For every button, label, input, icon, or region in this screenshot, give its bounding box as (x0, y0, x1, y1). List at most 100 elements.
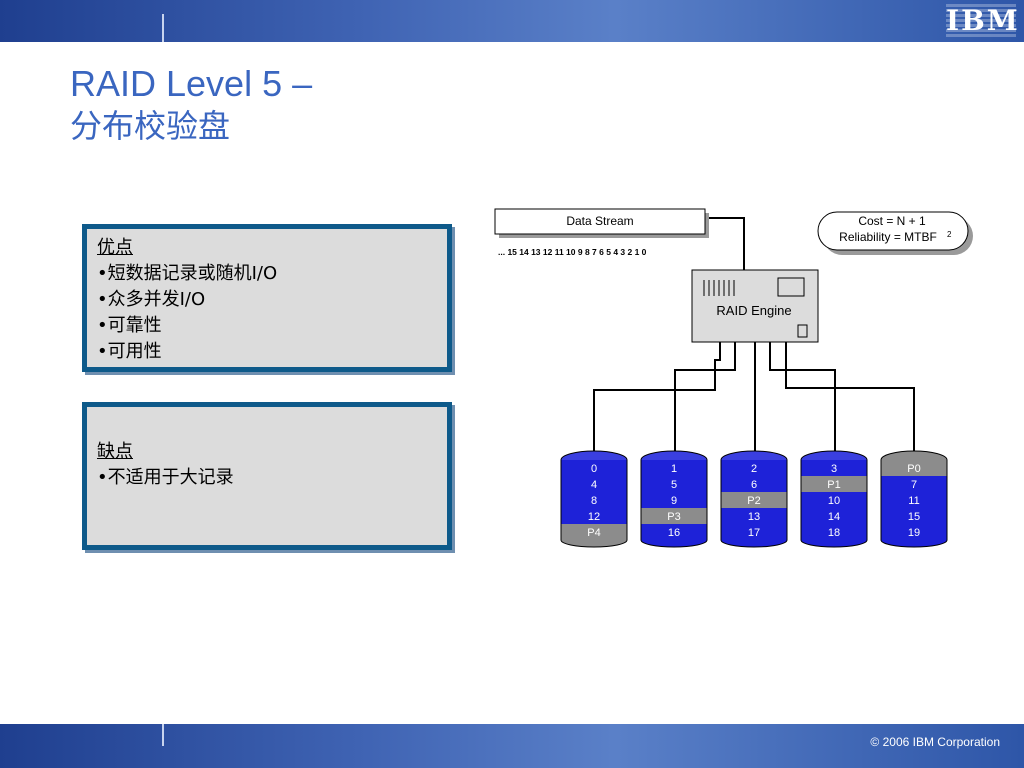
engine-display (777, 277, 805, 297)
disk-outline (720, 460, 788, 548)
data-block (881, 476, 947, 492)
data-block (641, 476, 707, 492)
pros-panel: 优点 •短数据记录或随机I/O •众多并发I/O •可靠性 •可用性 (82, 224, 452, 372)
disk-block-label: P2 (747, 495, 760, 507)
disk-base (561, 540, 627, 547)
data-block (641, 460, 707, 476)
cons-item: •不适用于大记录 (97, 467, 234, 488)
pros-heading: 优点 (97, 237, 133, 258)
disk-base (721, 540, 787, 547)
parity-block (801, 476, 867, 492)
disk-outline (880, 460, 948, 548)
title-line-2: 分布校验盘 (70, 108, 231, 144)
data-block (881, 524, 947, 540)
cost-line-2: Reliability = MTBF (839, 230, 937, 244)
data-block (721, 460, 787, 476)
disk-block-label: P0 (907, 463, 920, 475)
footer-divider (162, 724, 164, 746)
disk-block-label: 4 (591, 479, 597, 491)
disk-block-label: 7 (911, 479, 917, 491)
disk-block-label: 9 (671, 495, 677, 507)
disk-block-label: 0 (591, 463, 597, 475)
engine-label: RAID Engine (716, 303, 791, 318)
stream-sequence: ... 15 14 13 12 11 10 9 8 7 6 5 4 3 2 1 … (498, 247, 647, 257)
data-block (561, 460, 627, 476)
data-block (561, 476, 627, 492)
pros-item: •可靠性 (97, 315, 162, 336)
disk-block-label: P1 (827, 479, 840, 491)
disk-block-label: P3 (667, 511, 680, 523)
data-block (721, 524, 787, 540)
data-block (801, 524, 867, 540)
disk-block-label: 17 (748, 527, 760, 539)
disk-3: 3P1 10 14 18 (800, 450, 868, 548)
disk-block-label: 13 (748, 511, 760, 523)
cost-box: Cost = N + 1 Reliability = MTBF 2 (817, 211, 973, 255)
title-line-1: RAID Level 5 – (70, 63, 313, 104)
logo-text: IBM (946, 4, 1020, 37)
data-block (641, 492, 707, 508)
disk-block-label: 18 (828, 527, 840, 539)
engine-vents (703, 280, 735, 296)
pros-item: •可用性 (97, 341, 162, 362)
disk-block-label: 15 (908, 511, 920, 523)
disk-block-label: P4 (587, 527, 600, 539)
disk-block-label: 5 (671, 479, 677, 491)
disk-block-label: 1 (671, 463, 677, 475)
disk-base (641, 540, 707, 547)
disk-block-label: 16 (668, 527, 680, 539)
disk-block-label: 19 (908, 527, 920, 539)
parity-block (721, 492, 787, 508)
disk-block-label: 8 (591, 495, 597, 507)
slide-title: RAID Level 5 – 分布校验盘 (70, 62, 312, 146)
cons-heading: 缺点 (97, 441, 133, 462)
cost-superscript: 2 (947, 230, 952, 239)
raid-engine: RAID Engine (691, 269, 819, 343)
engine-button (797, 324, 808, 338)
disk-1: 1 5 9P3 16 (640, 450, 708, 548)
data-block (801, 508, 867, 524)
data-stream-label: Data Stream (566, 214, 633, 228)
disk-block-label: 11 (908, 495, 919, 507)
disk-base (801, 540, 867, 547)
ibm-logo: IBM (946, 4, 1020, 38)
data-block (561, 492, 627, 508)
data-block (641, 524, 707, 540)
header-divider (162, 14, 164, 42)
data-block (561, 508, 627, 524)
disk-block-label: 12 (588, 511, 600, 523)
disk-2: 2 6P2 13 17 (720, 450, 788, 548)
disk-base (881, 540, 947, 547)
data-block (801, 460, 867, 476)
disk-block-label: 3 (831, 463, 837, 475)
disk-block-label: 6 (751, 479, 757, 491)
data-block (721, 476, 787, 492)
disk-block-label: 14 (828, 511, 840, 523)
disk-block-label: 10 (828, 495, 840, 507)
data-block (721, 508, 787, 524)
footer-bar: © 2006 IBM Corporation (0, 724, 1024, 768)
data-block (881, 508, 947, 524)
data-stream-box: Data Stream (494, 208, 709, 238)
data-block (801, 492, 867, 508)
parity-block (561, 524, 627, 540)
disk-outline (800, 460, 868, 548)
header-bar: IBM (0, 0, 1024, 42)
data-block (881, 492, 947, 508)
parity-block (881, 460, 947, 476)
disk-4: P0 7 11 15 19 (880, 450, 948, 548)
raid5-diagram: Data Stream ... 15 14 13 12 11 10 9 8 7 … (494, 208, 973, 548)
parity-block (641, 508, 707, 524)
pros-item: •短数据记录或随机I/O (97, 263, 278, 284)
disk-outline (560, 460, 628, 548)
pros-item: •众多并发I/O (97, 289, 206, 310)
cost-line-1: Cost = N + 1 (858, 214, 926, 228)
cons-panel: 缺点 •不适用于大记录 (82, 402, 452, 550)
disk-block-label: 2 (751, 463, 757, 475)
disk-outline (640, 460, 708, 548)
connector-lines (593, 217, 915, 455)
logo-stripes (946, 4, 1016, 38)
copyright: © 2006 IBM Corporation (870, 735, 1000, 749)
